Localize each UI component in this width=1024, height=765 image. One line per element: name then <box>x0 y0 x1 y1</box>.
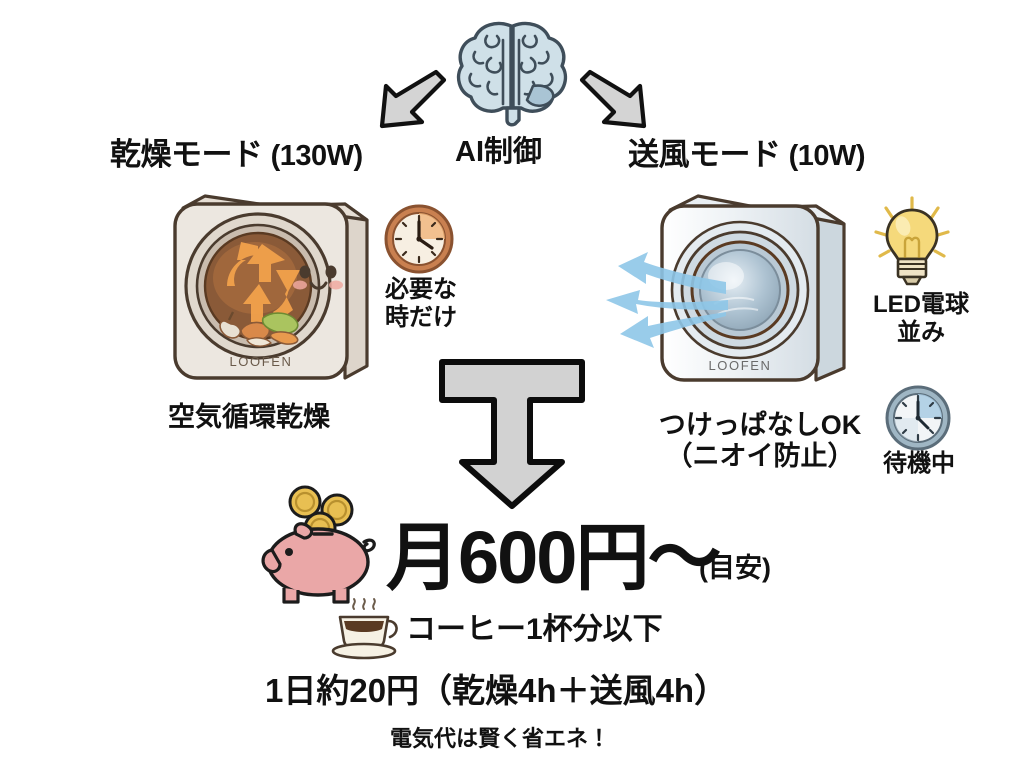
footer-text: 電気代は賢く省エネ！ <box>390 726 611 751</box>
merge-down-arrow-icon <box>432 356 592 511</box>
lightbulb-icon <box>873 196 951 291</box>
right-appliance-brand: LOOFEN <box>708 358 771 373</box>
right-mode-title: 送風モード (10W) <box>628 137 866 173</box>
left-mode-title: 乾燥モード (130W) <box>110 137 363 173</box>
left-mode-caption: 空気循環乾燥 <box>168 402 330 432</box>
daily-cost-text: 1日約20円（乾燥4h＋送風4h） <box>265 672 728 709</box>
right-mode-caption: つけっぱなしOK （ニオイ防止） <box>655 410 865 472</box>
circulating-arrows <box>227 242 300 322</box>
coffee-comparison-text: コーヒー1杯分以下 <box>406 613 663 646</box>
kawaii-face-icon <box>293 265 343 290</box>
right-mode-caption-line2: （ニオイ防止） <box>665 441 855 472</box>
bulb-badge-label-line2: 並み <box>897 318 945 346</box>
clock-orange-icon <box>383 203 455 275</box>
fan-mode-appliance-icon: LOOFEN <box>648 190 878 395</box>
piggy-bank-icon <box>258 484 390 606</box>
clock-blue-icon <box>884 384 952 452</box>
food-scraps-icon <box>219 311 299 347</box>
right-mode-title-main: 送風モード <box>628 137 781 172</box>
clock-badge-label: 待機中 <box>883 450 955 477</box>
left-appliance-brand: LOOFEN <box>229 354 292 369</box>
left-badge-label-line2: 時だけ <box>385 303 457 331</box>
price-headline: 月600円〜 <box>386 516 721 599</box>
arrow-down-left-icon <box>370 69 447 140</box>
airflow-arrows-icon <box>596 238 731 353</box>
left-badge-label-line1: 必要な <box>385 276 457 303</box>
left-mode-title-main: 乾燥モード <box>110 137 263 172</box>
left-mode-wattage: (130W) <box>270 140 364 172</box>
coffee-cup-icon <box>326 597 406 660</box>
bulb-badge-label: LED電球 並み <box>866 291 976 346</box>
right-mode-caption-line1: つけっぱなしOK <box>658 410 862 440</box>
ai-control-label: AI制御 <box>455 136 543 168</box>
right-mode-wattage: (10W) <box>788 140 866 172</box>
food-dryer-appliance-icon: LOOFEN <box>155 190 385 390</box>
arrow-down-right-icon <box>578 69 658 140</box>
bulb-badge-label-line1: LED電球 <box>873 291 969 318</box>
left-badge-label: 必要な 時だけ <box>378 276 464 331</box>
brain-icon <box>447 16 577 128</box>
price-note: (目安) <box>699 553 771 583</box>
